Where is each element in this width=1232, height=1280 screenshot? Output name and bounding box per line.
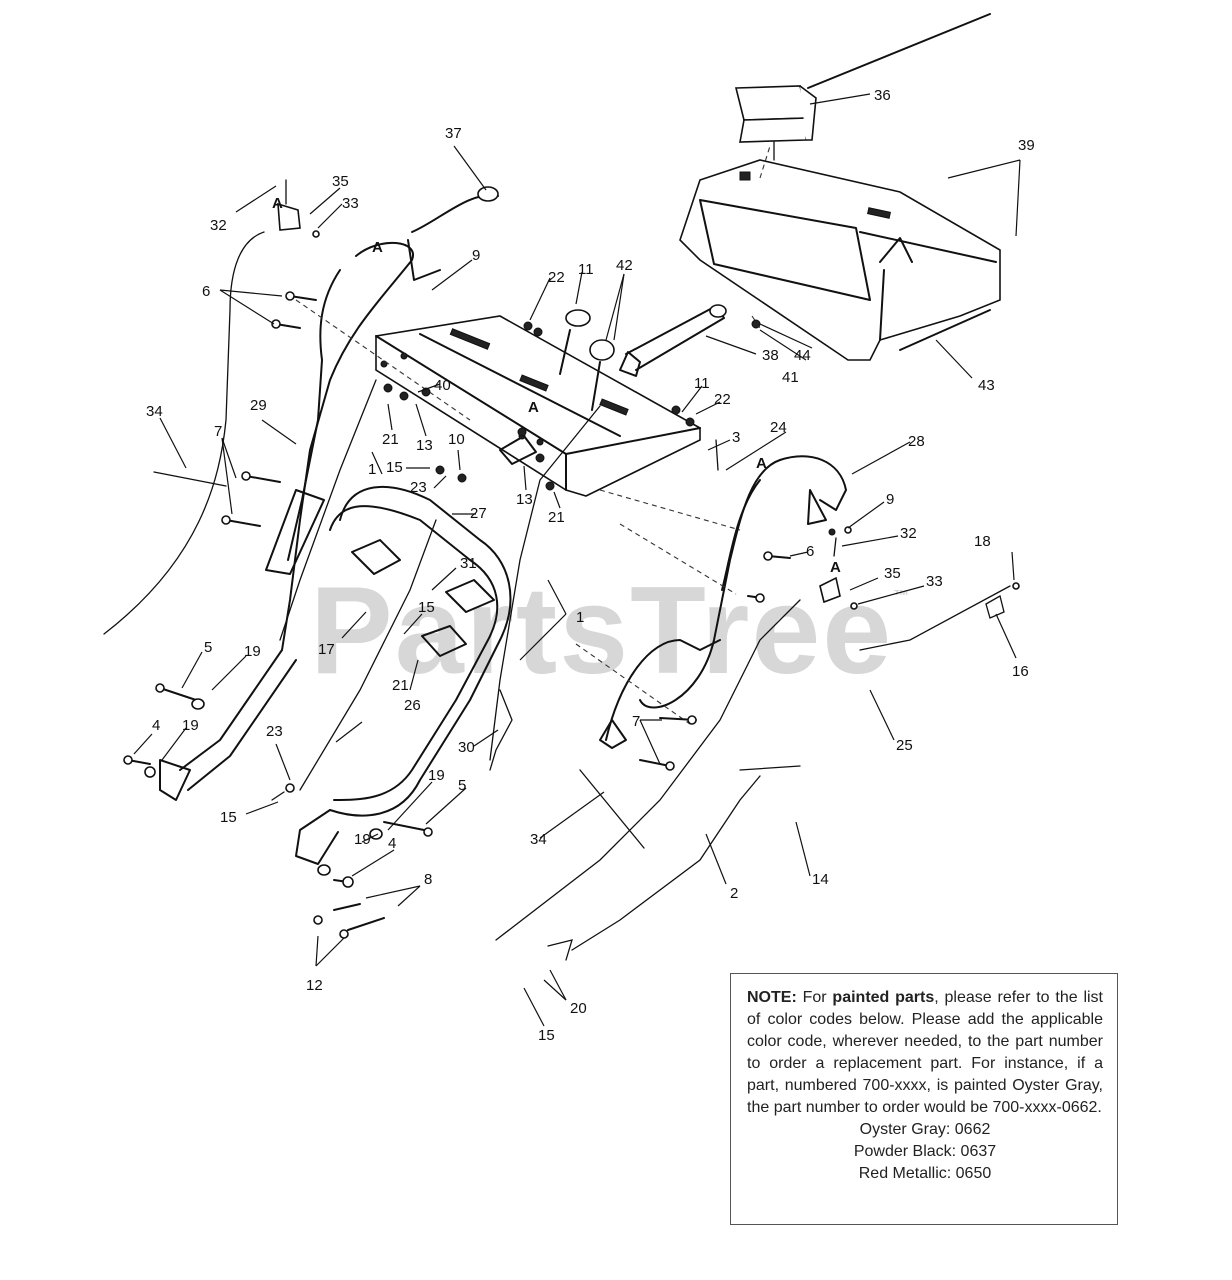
callout-22: 22 (714, 391, 731, 408)
left-handle-29 (159, 186, 499, 801)
right-handle-28 (599, 455, 847, 749)
callout-35: 35 (332, 173, 349, 190)
painted-parts-note: NOTE: For painted parts, please refer to… (730, 973, 1118, 1225)
callout-32: 32 (900, 525, 917, 542)
color-code-oyster-gray: Oyster Gray: 0662 (859, 1121, 991, 1138)
callout-6: 6 (202, 283, 210, 300)
callout-4: 4 (152, 717, 160, 734)
callout-23: 23 (410, 479, 427, 496)
cables-and-rods (103, 231, 1011, 961)
marker-a: A (528, 399, 539, 416)
callout-40: 40 (434, 377, 451, 394)
callout-21: 21 (548, 509, 565, 526)
callout-20: 20 (570, 1000, 587, 1017)
marker-a: A (372, 239, 383, 256)
callout-23: 23 (266, 723, 283, 740)
callout-25: 25 (896, 737, 913, 754)
callout-39: 39 (1018, 137, 1035, 154)
callout-9: 9 (886, 491, 894, 508)
callout-31: 31 (460, 555, 477, 572)
marker-a: A (830, 559, 841, 576)
callout-7: 7 (632, 713, 640, 730)
callout-18: 18 (974, 533, 991, 550)
marker-a: A (272, 195, 283, 212)
callout-10: 10 (448, 431, 465, 448)
callout-41: 41 (782, 369, 799, 386)
callout-1: 1 (576, 609, 584, 626)
callout-19: 19 (244, 643, 261, 660)
color-code-red-metallic: Red Metallic: 0650 (858, 1165, 992, 1182)
callout-43: 43 (978, 377, 995, 394)
callout-6: 6 (806, 543, 814, 560)
callout-42: 42 (616, 257, 633, 274)
callout-33: 33 (342, 195, 359, 212)
bail-frame (295, 485, 512, 865)
callout-19: 19 (428, 767, 445, 784)
callout-21: 21 (392, 677, 409, 694)
callout-19: 19 (354, 831, 371, 848)
callout-30: 30 (458, 739, 475, 756)
light-unit-36 (734, 85, 817, 161)
callout-5: 5 (458, 777, 466, 794)
callout-34: 34 (146, 403, 163, 420)
callout-28: 28 (908, 433, 925, 450)
callout-37: 37 (445, 125, 462, 142)
callout-22: 22 (548, 269, 565, 286)
color-codes: Oyster Gray: 0662 Powder Black: 0637 Red… (747, 1119, 1103, 1185)
hardware (123, 179, 1020, 939)
callout-5: 5 (204, 639, 212, 656)
callout-3: 3 (732, 429, 740, 446)
callout-38: 38 (762, 347, 779, 364)
callout-7: 7 (214, 423, 222, 440)
callout-13: 13 (416, 437, 433, 454)
callout-11: 11 (578, 261, 594, 278)
callout-16: 16 (1012, 663, 1029, 680)
callout-19: 19 (182, 717, 199, 734)
callout-21: 21 (382, 431, 399, 448)
shift-knobs-42 (559, 309, 615, 411)
callout-27: 27 (470, 505, 487, 522)
callout-36: 36 (874, 87, 891, 104)
callout-1: 1 (368, 461, 376, 478)
control-panel (375, 315, 701, 497)
dash-panel-43 (679, 159, 1001, 361)
callout-26: 26 (404, 697, 421, 714)
callout-12: 12 (306, 977, 323, 994)
callout-4: 4 (388, 835, 396, 852)
color-code-powder-black: Powder Black: 0637 (853, 1143, 997, 1160)
note-bold-term: painted parts (832, 989, 935, 1006)
callout-15: 15 (220, 809, 237, 826)
callout-15: 15 (538, 1027, 555, 1044)
callout-24: 24 (770, 419, 787, 436)
upper-cable (807, 13, 991, 89)
callout-labels: 37 36 39 35 33 32 A A 9 6 22 11 42 38 44… (146, 87, 1035, 1044)
callout-13: 13 (516, 491, 533, 508)
note-text: NOTE: For painted parts, please refer to… (747, 989, 1103, 1116)
callout-2: 2 (730, 885, 738, 902)
callout-29: 29 (250, 397, 267, 414)
callout-44: 44 (794, 347, 811, 364)
callout-8: 8 (424, 871, 432, 888)
leader-lines (133, 93, 1021, 1027)
lever-38 (619, 304, 727, 377)
callout-33: 33 (926, 573, 943, 590)
callout-14: 14 (812, 871, 829, 888)
callout-17: 17 (318, 641, 335, 658)
marker-a: A (756, 455, 767, 472)
callout-34: 34 (530, 831, 547, 848)
note-heading: NOTE: (747, 989, 797, 1006)
callout-35: 35 (884, 565, 901, 582)
callout-32: 32 (210, 217, 227, 234)
callout-9: 9 (472, 247, 480, 264)
callout-15: 15 (418, 599, 435, 616)
callout-15: 15 (386, 459, 403, 476)
callout-11: 11 (694, 375, 710, 392)
